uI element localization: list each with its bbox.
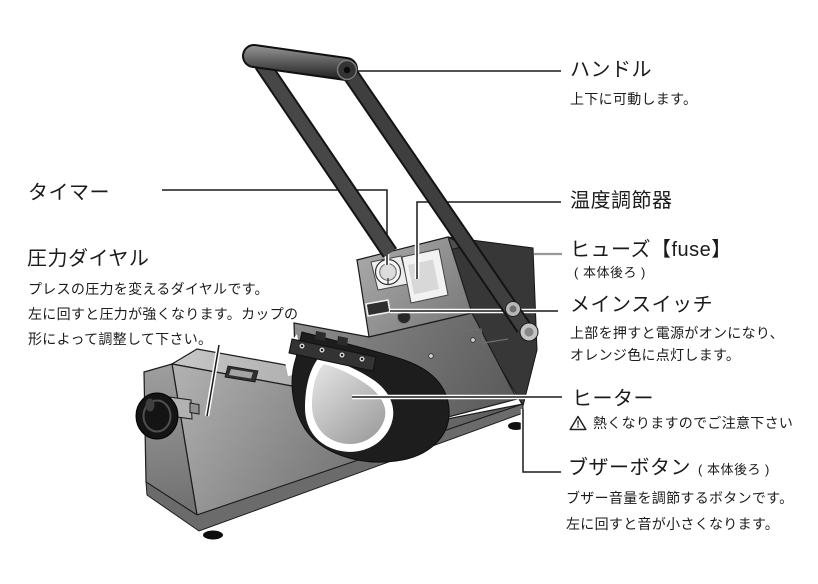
machine-body xyxy=(135,236,538,540)
label-fuse-location: ( 本体後ろ ) xyxy=(574,265,646,280)
screw xyxy=(470,337,476,343)
pivot-shaft-cap xyxy=(519,322,539,342)
foot xyxy=(203,530,223,540)
label-heater-warning: ! 熱くなりますのでご注意下さい xyxy=(569,415,793,431)
foot xyxy=(508,422,524,430)
label-temperature-title: 温度調節器 xyxy=(570,190,673,212)
label-heater-warning-text: 熱くなりますのでご注意下さい xyxy=(593,415,794,431)
leader-line-temperature xyxy=(416,201,561,279)
handle-grip xyxy=(242,44,358,81)
bracket-post xyxy=(337,336,348,346)
pressure-desc-line1: プレスの圧力を変えるダイヤルです。 xyxy=(28,281,269,297)
bracket-screws xyxy=(298,342,366,363)
handle-arm xyxy=(242,44,539,342)
label-buzzer-location: ( 本体後ろ ) xyxy=(698,462,770,477)
warning-mark: ! xyxy=(576,420,579,431)
timer-dial xyxy=(370,255,409,291)
label-fuse-title: ヒューズ【fuse】 xyxy=(570,239,732,261)
screw xyxy=(428,353,434,359)
label-buzzer-desc1: ブザー音量を調節するボタンです。 xyxy=(566,490,794,506)
heater-bracket xyxy=(288,338,377,372)
label-handle-title: ハンドル xyxy=(570,59,652,81)
label-main-switch-title: メインスイッチ xyxy=(570,294,714,316)
bracket-post xyxy=(315,331,326,341)
top-slot xyxy=(224,365,259,383)
pressure-desc-line2: 左に回すと圧力が強くなります。カップの xyxy=(28,306,299,322)
label-buzzer-title: ブザーボタン xyxy=(568,457,691,479)
label-heater-title: ヒーター xyxy=(572,388,654,410)
rear-step-crease xyxy=(455,328,509,344)
heater-interior xyxy=(312,364,386,445)
pivot-bolt xyxy=(505,301,521,317)
pressure-knob xyxy=(135,392,200,440)
label-pressure-dial-title: 圧力ダイヤル xyxy=(27,248,150,270)
pressure-desc-line3: 形によって調整して下さい。 xyxy=(28,331,213,347)
warning-icon: ! xyxy=(569,415,587,431)
leader-line-buzzer xyxy=(522,409,561,473)
label-buzzer-title-row: ブザーボタン ( 本体後ろ ) xyxy=(568,457,770,480)
leader-line-pressure-dial xyxy=(206,344,220,417)
label-handle-desc: 上下に可動します。 xyxy=(570,91,698,107)
label-buzzer-desc2: 左に回すと音が小さくなります。 xyxy=(566,516,780,532)
label-main-switch-desc1: 上部を押すと電源がオンになり、 xyxy=(570,325,784,341)
label-main-switch-desc2: オレンジ色に点灯します。 xyxy=(570,347,741,363)
label-timer-title: タイマー xyxy=(28,182,110,204)
label-pressure-dial-desc: プレスの圧力を変えるダイヤルです。 左に回すと圧力が強くなります。カップの 形に… xyxy=(28,277,298,352)
